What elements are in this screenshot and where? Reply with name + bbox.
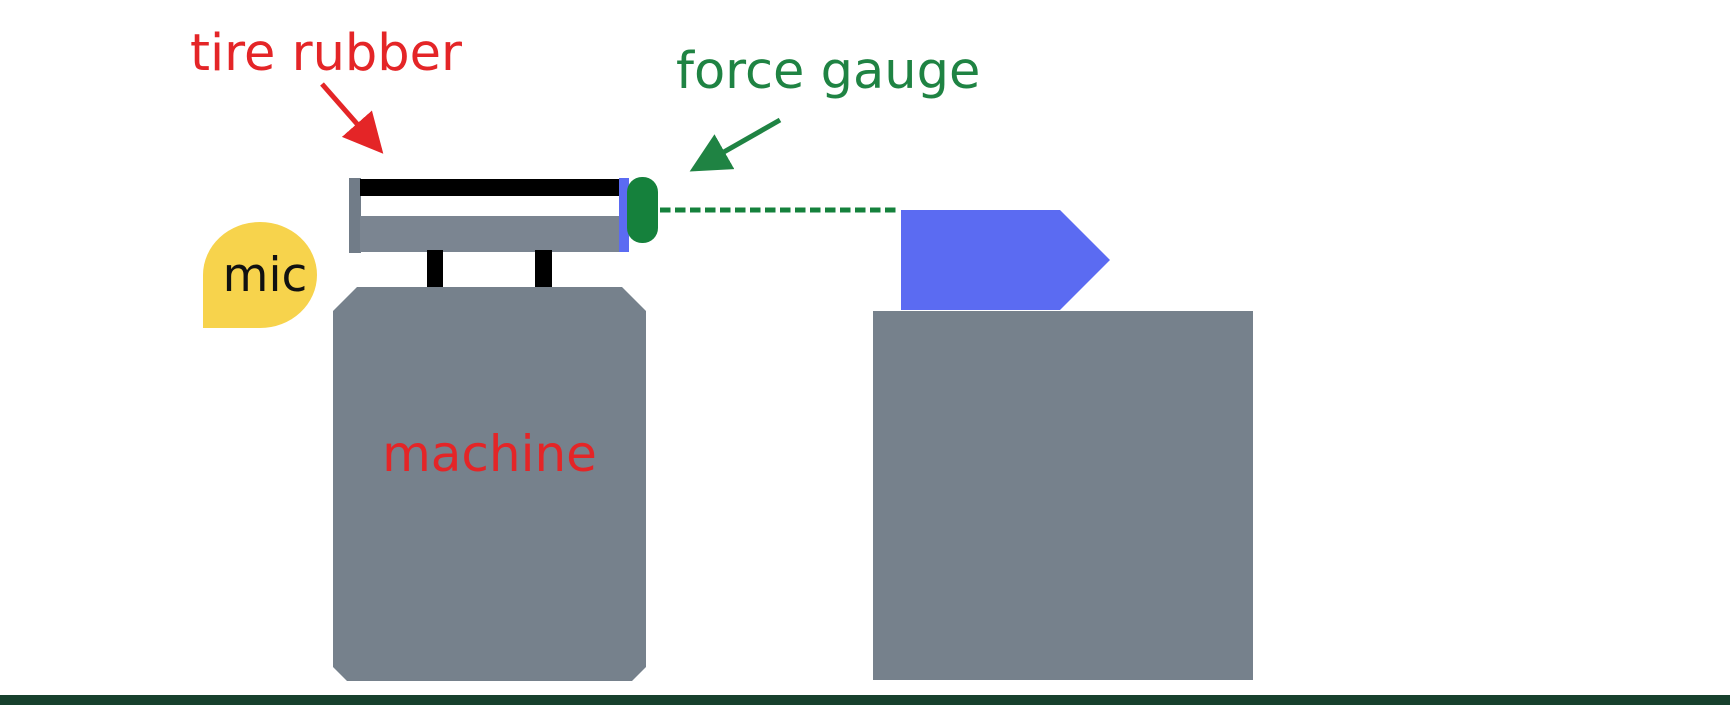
right-table — [873, 311, 1253, 680]
fixture-leg-left — [427, 250, 443, 288]
machine-body — [333, 287, 646, 681]
probe-arrow-blue — [901, 210, 1110, 310]
footer-bar — [0, 695, 1730, 705]
mic-bubble: mic — [203, 222, 317, 328]
force-gauge-label: force gauge — [676, 42, 981, 101]
mic-label: mic — [222, 247, 308, 303]
fixture-left-cap — [349, 178, 361, 253]
gauge-blue-mount — [619, 178, 629, 252]
fixture-leg-right — [535, 250, 552, 288]
fixture-bar — [360, 216, 621, 252]
tire-rubber-strip — [360, 179, 621, 196]
machine-label: machine — [382, 425, 597, 483]
force-gauge-body — [627, 177, 658, 243]
force-gauge-arrow — [689, 117, 782, 172]
tire-rubber-arrow — [320, 82, 384, 154]
tire-rubber-label: tire rubber — [190, 24, 462, 83]
